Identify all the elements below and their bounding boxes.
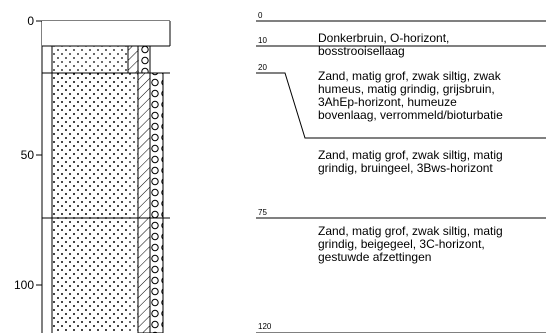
depth-label-75: 75 xyxy=(258,209,267,217)
depth-label-120: 120 xyxy=(258,323,271,331)
layer-description-o-horizon: Donkerbruin, O-horizont, bosstrooisellaa… xyxy=(318,32,546,58)
axis-label-50: 50 xyxy=(0,149,34,161)
layer-description-3c: Zand, matig grof, zwak siltig, matig gri… xyxy=(318,225,546,264)
gravel-strip-lower xyxy=(150,73,163,333)
axis-label-0: 0 xyxy=(0,15,34,27)
gravel-strip-upper xyxy=(138,46,150,73)
axis-label-100: 100 xyxy=(0,279,34,291)
layer-description-3bws: Zand, matig grof, zwak siltig, matig gri… xyxy=(318,149,546,175)
depth-label-20: 20 xyxy=(258,64,267,72)
layer-description-3ahep: Zand, matig grof, zwak siltig, zwak hume… xyxy=(318,70,546,122)
depth-label-0: 0 xyxy=(258,12,262,20)
layer-o-horizon-fill xyxy=(42,21,170,46)
silt-hatch-upper xyxy=(128,46,138,73)
silt-hatch-lower xyxy=(138,73,150,333)
sand-fill-lower xyxy=(52,73,138,333)
depth-label-10: 10 xyxy=(258,37,267,45)
